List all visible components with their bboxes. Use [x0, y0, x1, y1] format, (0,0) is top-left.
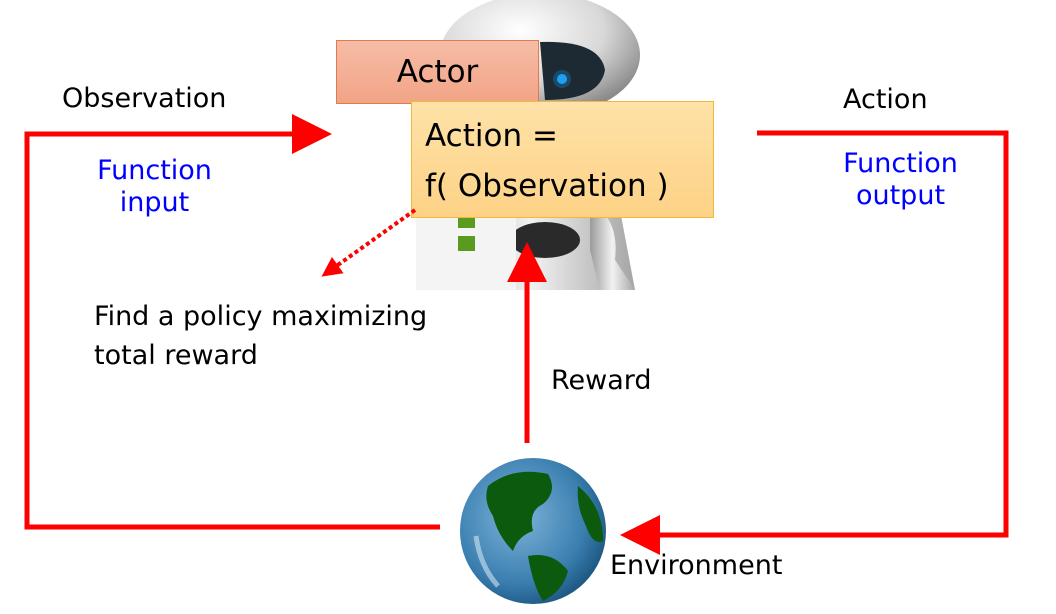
globe-icon	[460, 458, 606, 604]
observation-label: Observation	[62, 83, 227, 114]
function-input-line-1: Function	[97, 155, 212, 186]
function-line-1: Action =	[425, 118, 558, 154]
policy-goal-dotted-arrow	[321, 208, 417, 277]
goal-line-2: total reward	[94, 340, 258, 372]
actor-label: Actor	[396, 54, 479, 90]
policy-function-box: Action = f( Observation )	[411, 101, 714, 218]
function-output-line-1: Function	[843, 148, 958, 179]
function-line-2: f( Observation )	[425, 167, 669, 204]
function-output-line-2: output	[855, 180, 946, 212]
function-input-note: Function input	[72, 155, 237, 220]
environment-label: Environment	[610, 550, 783, 581]
reward-label: Reward	[551, 365, 652, 396]
observation-arrow	[24, 114, 440, 530]
actor-box: Actor	[336, 40, 539, 104]
goal-text: Find a policy maximizing total reward	[94, 297, 427, 375]
function-output-note: Function output	[818, 148, 983, 213]
function-input-line-2: input	[119, 187, 190, 219]
action-arrow	[620, 130, 1009, 555]
goal-line-1: Find a policy maximizing	[94, 301, 428, 332]
action-label: Action	[843, 84, 928, 115]
